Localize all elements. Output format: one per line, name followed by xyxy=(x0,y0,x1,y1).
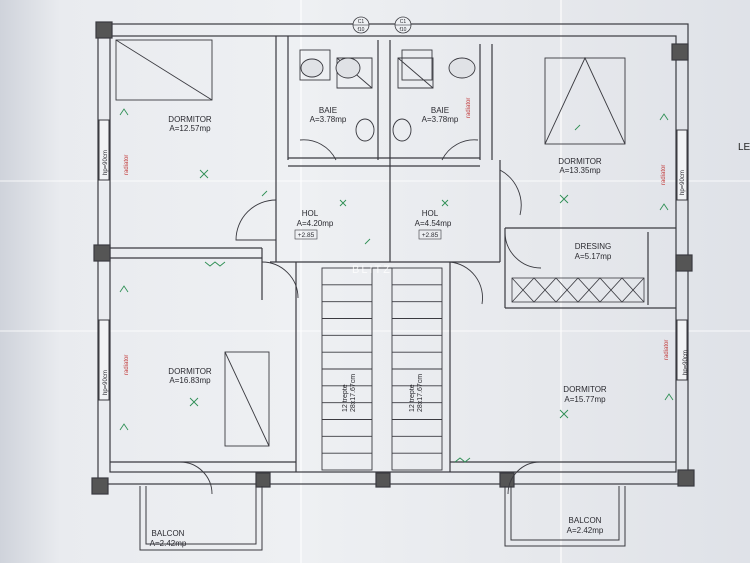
radiator-label: radiator xyxy=(124,355,130,375)
floor-level: +2.85 xyxy=(298,232,315,239)
section-mark-bottom-left: f10 xyxy=(358,27,365,33)
paper-fold xyxy=(0,180,750,182)
room-area: A=4.20mp xyxy=(297,219,334,228)
section-mark-top-right: C1 xyxy=(400,19,407,25)
wardrobe xyxy=(511,277,645,303)
radiator-label: radiator xyxy=(661,165,667,185)
room-name: HOL xyxy=(422,209,439,218)
room-name: DORMITOR xyxy=(168,115,212,124)
room-name: DRESING xyxy=(575,242,611,251)
doors xyxy=(179,139,542,495)
room-area: A=12.57mp xyxy=(169,124,211,133)
room-name: DORMITOR xyxy=(558,157,602,166)
room-area: A=2.42mp xyxy=(567,526,604,535)
stair-dims-label: 28x17.67cm xyxy=(350,374,357,412)
room-area: A=16.83mp xyxy=(169,376,211,385)
radiator-label: radiator xyxy=(124,155,130,175)
walls xyxy=(91,21,695,495)
section-mark-bottom-right: f10 xyxy=(400,27,407,33)
radiator-label: radiator xyxy=(466,98,472,118)
room-labels: DORMITOR A=12.57mp BAIE A=3.78mp BAIE A=… xyxy=(150,106,612,548)
section-marks: C1 f10 C1 f10 xyxy=(352,16,412,34)
side-letters: LE xyxy=(738,142,750,153)
room-area: A=15.77mp xyxy=(564,395,606,404)
stair-steps-label: 12 trepte xyxy=(342,384,349,412)
window-height-label: hp=90cm xyxy=(683,350,689,375)
stair-steps-label: 12 trepte xyxy=(409,384,416,412)
paper-fold xyxy=(0,330,750,332)
electrical-marks xyxy=(119,108,674,463)
window-height-label: hp=90cm xyxy=(103,370,109,395)
furniture xyxy=(115,39,626,447)
room-name: BALCON xyxy=(569,516,602,525)
balconies xyxy=(139,486,626,551)
floor-level: +2.85 xyxy=(422,232,439,239)
paper-fold xyxy=(300,0,302,563)
room-area: A=3.78mp xyxy=(310,115,347,124)
paper-fold xyxy=(560,0,562,563)
room-name: BAIE xyxy=(319,106,337,115)
room-area: A=5.17mp xyxy=(575,252,612,261)
watermark: BLITZ xyxy=(352,264,392,276)
room-name: BAIE xyxy=(431,106,449,115)
window-height-label: hp=90cm xyxy=(103,150,109,175)
staircase xyxy=(321,267,443,471)
room-area: A=2.42mp xyxy=(150,539,187,548)
section-mark-top-left: C1 xyxy=(358,19,365,25)
room-area: A=3.78mp xyxy=(422,115,459,124)
stair-dims-label: 28x17.67cm xyxy=(417,374,424,412)
room-name: HOL xyxy=(302,209,319,218)
room-name: DORMITOR xyxy=(563,385,607,394)
room-name: DORMITOR xyxy=(168,367,212,376)
windows xyxy=(98,119,688,401)
window-height-label: hp=90cm xyxy=(680,170,686,195)
room-area: A=13.35mp xyxy=(559,166,601,175)
room-name: BALCON xyxy=(152,529,185,538)
room-area: A=4.54mp xyxy=(415,219,452,228)
radiator-label: radiator xyxy=(664,340,670,360)
